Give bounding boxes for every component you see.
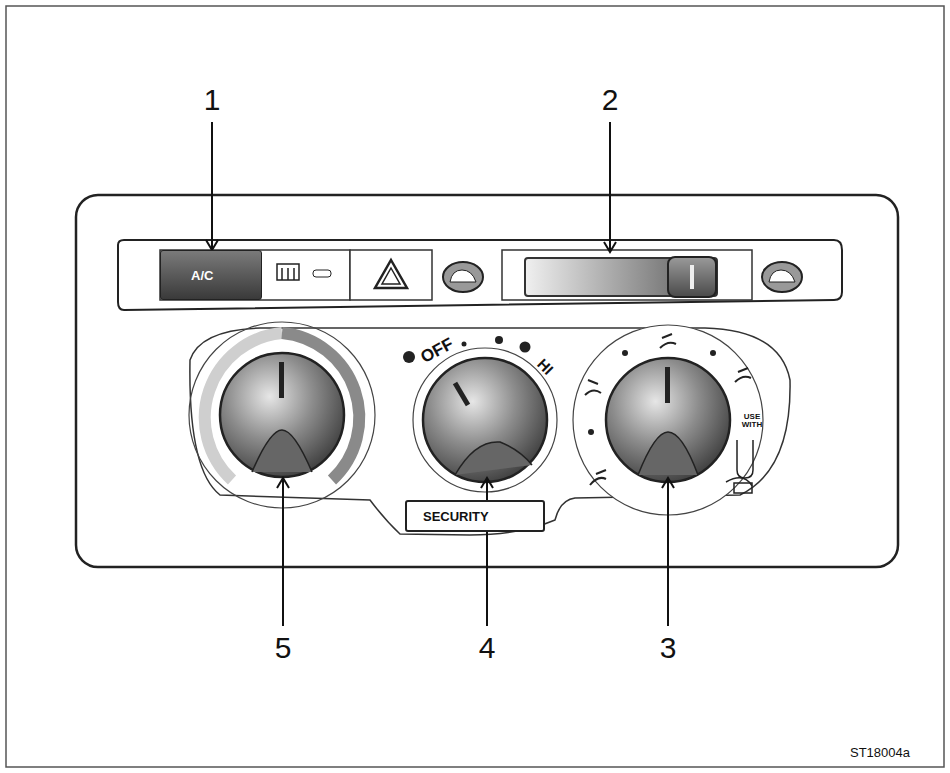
security-indicator: SECURITY [405,500,545,532]
callout-number: 4 [479,633,496,663]
callout-number: 3 [660,633,677,663]
figure-code: ST18004a [850,746,910,759]
button-text: A/C [191,268,213,283]
callout-number: 1 [204,85,221,115]
callout-number: 5 [275,633,292,663]
mode-note: USE WITH [739,413,765,430]
callout-number: 2 [602,85,619,115]
ac-button: A/C [160,250,262,300]
button-text: SECURITY [423,509,489,524]
